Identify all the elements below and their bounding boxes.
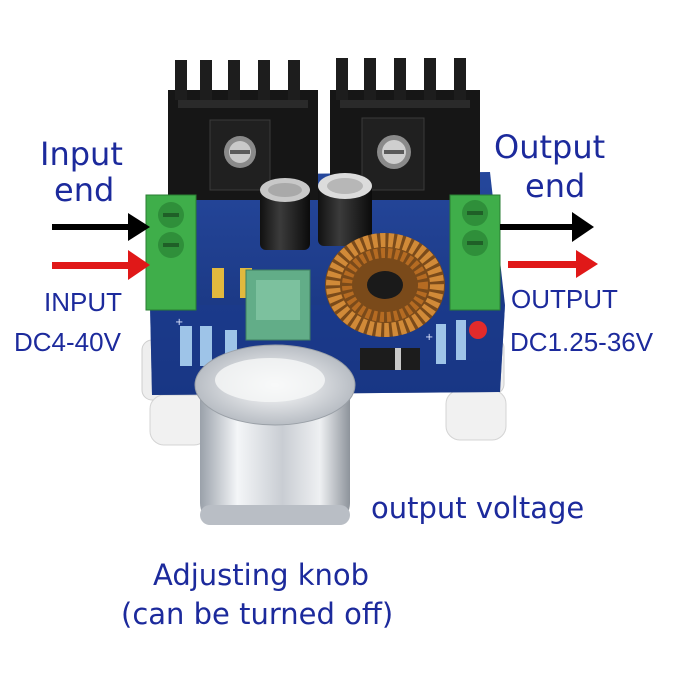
svg-text:+: + [425, 332, 433, 343]
arrow-input-red [52, 250, 150, 280]
output-end-label-line1: Output [494, 128, 606, 166]
adjusting-knob-caption-line1: Adjusting knob [153, 558, 370, 592]
input-end-label-line1: Input [40, 135, 123, 173]
adjusting-knob-caption-line2: (can be turned off) [121, 597, 394, 631]
output-voltage-caption: output voltage [371, 491, 585, 525]
heatsink-left [168, 60, 318, 200]
input-spec-label-line1: INPUT [44, 287, 122, 317]
arrow-input-black [52, 213, 150, 241]
output-spec-label-line1: OUTPUT [511, 284, 618, 314]
input-end-label-line2: end [54, 171, 115, 209]
svg-text:+: + [175, 317, 183, 328]
screw-terminal-output [449, 194, 501, 311]
small-components [180, 268, 487, 370]
output-spec-label-line2: DC1.25-36V [510, 327, 654, 357]
arrow-output-black [500, 212, 594, 242]
adjusting-knob [194, 344, 356, 525]
output-end-label-line2: end [525, 167, 586, 205]
capacitors [260, 173, 372, 250]
arrow-output-red [508, 250, 598, 278]
input-spec-label-line2: DC4-40V [14, 327, 121, 357]
toroid-inductor [325, 233, 445, 337]
screw-terminal-input [145, 194, 197, 311]
